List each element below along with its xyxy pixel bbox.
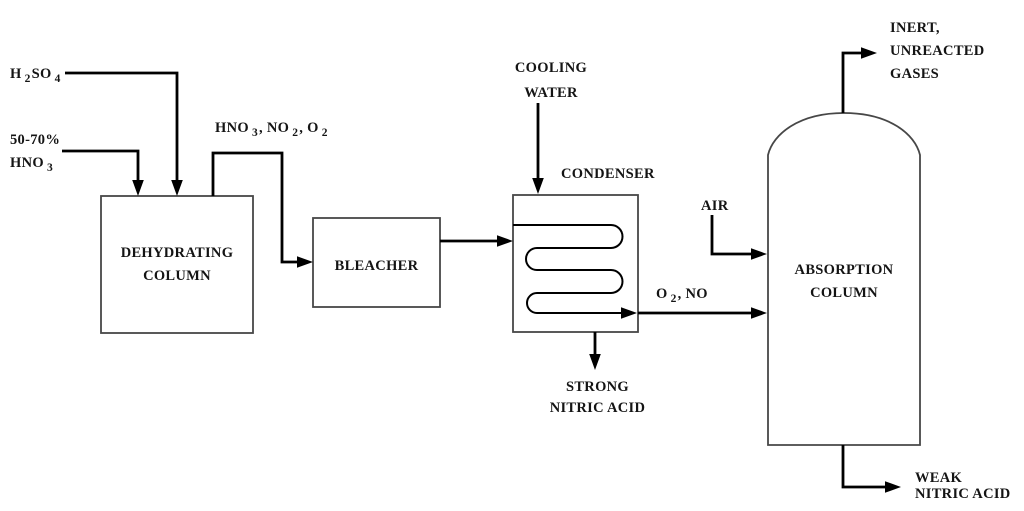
condenser-outlet-arrowhead-icon [621,307,637,319]
bleacher-outlet-stream [440,235,513,247]
strong-acid-label: STRONG NITRIC ACID [549,379,646,416]
o2-no-arrowhead-icon [751,307,767,319]
feed-acid-arrowhead-icon [132,180,144,196]
feed-acid-concentration: 50-70% [10,132,61,148]
weak-acid-arrowhead-icon [885,481,901,493]
h2so4-stream [65,71,183,196]
condenser-coil [513,224,637,319]
overhead-arrowhead-icon [297,256,313,268]
vent-line [841,51,861,113]
air-stream [710,215,767,260]
weak-acid-label: WEAK NITRIC ACID [915,470,1011,502]
cooling-water-label: COOLING WATER [514,60,588,101]
inert-gases-label: INERT, UNREACTED GASES [890,20,985,82]
feed-acid-stream [62,149,144,196]
feed-acid-stream-line [62,149,140,181]
overhead-stream [211,151,313,268]
vent-stream [841,47,877,113]
overhead-stream-line [211,151,297,264]
air-arrowhead-icon [751,248,767,260]
absorption-column-vessel [767,112,921,446]
h2so4-stream-line [65,71,179,181]
bleacher-label: BLEACHER [334,258,419,274]
absorption-column-label: ABSORPTION COLUMN [794,262,894,301]
weak-acid-stream [841,445,901,493]
air-label: AIR [701,198,729,214]
strong-acid-arrowhead-icon [589,354,601,370]
bleacher-box [312,217,441,308]
condenser-box [512,194,639,333]
vent-arrowhead-icon [861,47,877,59]
strong-acid-stream [589,332,601,370]
condenser-label: CONDENSER [561,166,655,182]
weak-acid-line [841,445,885,489]
air-line [710,215,751,256]
h2so4-arrowhead-icon [171,180,183,196]
dehydrating-column-label: DEHYDRATING COLUMN [120,244,234,284]
o2-no-stream [638,307,767,319]
cooling-water-stream [532,103,544,194]
cooling-water-arrowhead-icon [532,178,544,194]
bleacher-outlet-arrowhead-icon [497,235,513,247]
condenser-coil-line [513,224,624,314]
